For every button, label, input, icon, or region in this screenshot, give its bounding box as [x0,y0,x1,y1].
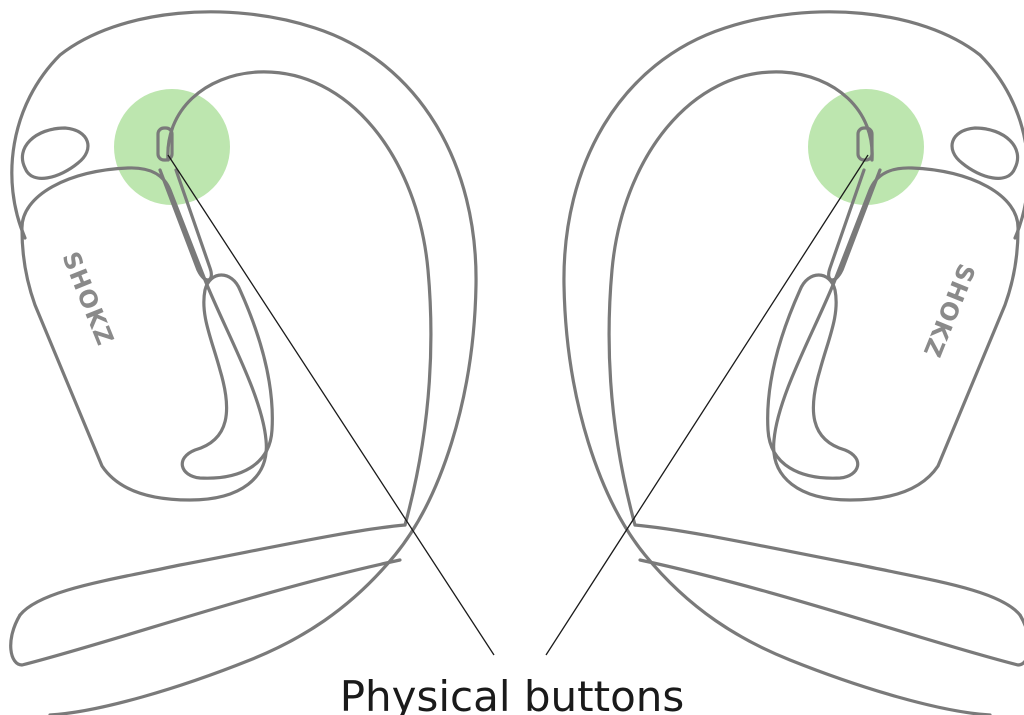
right-brand-mark: SHOKZ [917,260,980,362]
right-earbud [546,12,1024,715]
left-speaker-pad [182,275,272,478]
right-speaker-pad [768,275,858,478]
left-leader-line [168,155,494,655]
right-ear-hook-outer [564,12,1024,715]
right-button-highlight [808,89,924,205]
left-arm-lower [11,560,400,665]
left-earbud: SHOKZ [11,12,494,715]
right-leader-line [546,155,868,655]
right-cap [952,128,1018,178]
diagram-caption: Physical buttons [0,676,1024,715]
left-body-housing [22,168,266,500]
right-arm-lower [640,560,1024,665]
left-cap [22,128,88,178]
left-ear-hook-outer [12,12,476,715]
right-body-housing [774,168,1018,500]
left-brand-mark: SHOKZ [56,248,119,350]
